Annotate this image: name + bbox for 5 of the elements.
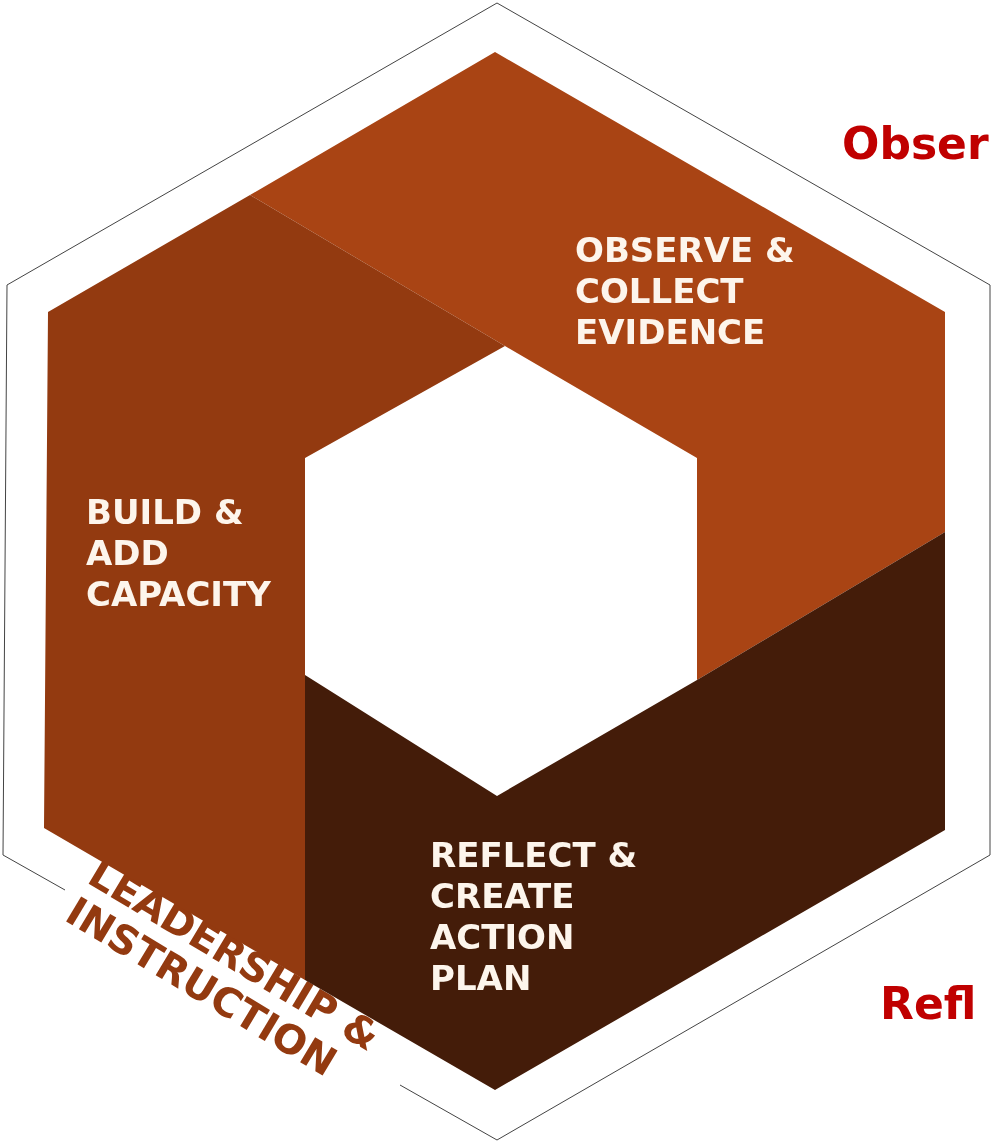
segment-label: BUILD & ADD CAPACITY — [86, 492, 272, 615]
side-heading: Obser — [842, 118, 989, 169]
side-heading: Refl — [880, 978, 977, 1029]
segment-label: OBSERVE & COLLECT EVIDENCE — [575, 230, 796, 353]
segment-label: REFLECT & CREATE ACTION PLAN — [430, 835, 639, 999]
